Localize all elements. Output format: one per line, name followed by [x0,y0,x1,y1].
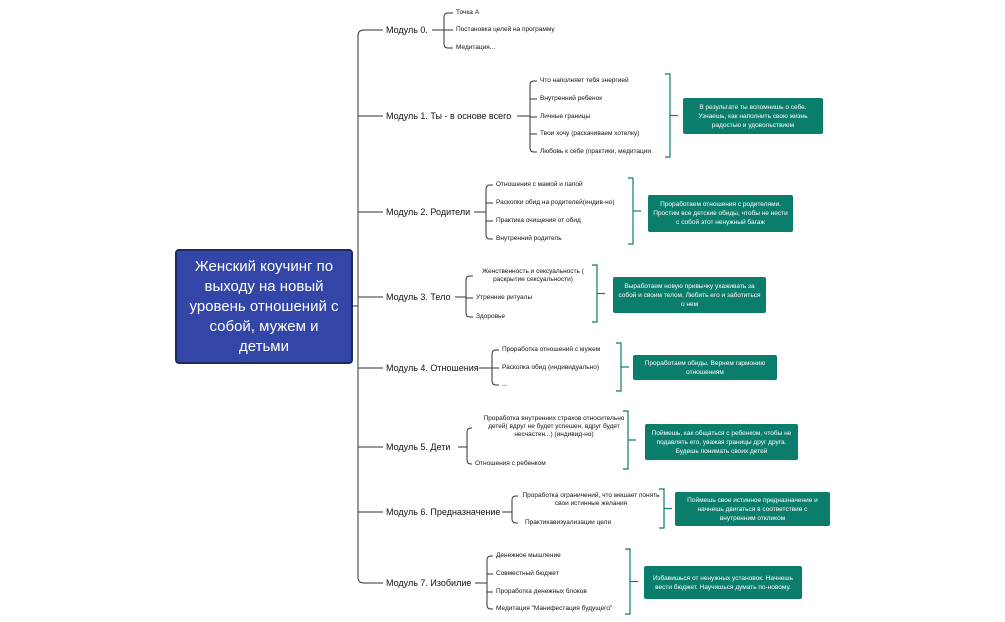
module-6-title[interactable]: Модуль 6. Предназначение [386,507,501,517]
module-3-title[interactable]: Модуль 3. Тело [386,292,451,302]
module-2-title[interactable]: Модуль 2. Родители [386,207,471,217]
module-7-item[interactable]: Совместный бюджет [496,570,559,577]
module-2-item[interactable]: Раскопки обид на родителей(индив-но) [496,199,615,206]
module-7-item[interactable]: Проработка денежных блоков [496,588,587,595]
leaf-connector [465,275,473,281]
module-2-item[interactable]: Отношения с мамой и папой [496,181,583,188]
module-1-summary[interactable]: В результате ты вспомнишь о себе. Узнаеш… [683,98,823,134]
module-4-item[interactable]: Раскопка обид (индивидуально) [502,364,600,371]
module-6-summary[interactable]: Поймешь свое истинное предназначение и н… [675,492,830,526]
summary-bracket [665,73,671,158]
summary-bracket [616,342,622,392]
module-1-item[interactable]: Любовь к себе (практики, медитации [540,148,652,155]
leaf-connector [529,80,537,86]
module-3-item[interactable]: Утренние ритуалы [476,294,533,301]
module-connector [357,576,383,584]
module-0-title[interactable]: Модуль 0. [386,25,428,35]
leaf-connector [491,349,499,355]
module-4-item[interactable]: Проработка отношений с мужем [502,346,601,353]
module-5-item[interactable]: Проработка внутренних страхов относитель… [483,415,625,438]
leaf-connector [465,312,473,318]
leaf-connector [486,555,493,561]
module-7-summary[interactable]: Избавишься от ненужных установок. Начнеш… [644,566,802,599]
module-3-item[interactable]: Здоровье [476,313,506,320]
module-4-title[interactable]: Модуль 4. Отношения [386,363,479,373]
module-2-item[interactable]: Практика очищения от обид [496,217,581,224]
summary-bracket [625,548,631,615]
module-2-item[interactable]: Внутренний родитель [496,235,562,242]
module-1-item[interactable]: Что наполняет тебя энергией [540,77,629,84]
module-0-item[interactable]: Постановка целей на программу [456,26,555,33]
leaf-connector [443,43,453,49]
leaf-connector [491,380,499,386]
module-5-item[interactable]: Отношения с ребенком [475,460,546,467]
module-1-item[interactable]: Внутренний ребенок [540,95,603,102]
module-3-summary[interactable]: Выработаем новую привычку ухаживать за с… [613,277,766,313]
leaf-connector [511,518,518,524]
module-4-item[interactable]: ... [502,381,508,388]
module-7-item[interactable]: Денежное мышление [496,552,561,559]
module-5-summary[interactable]: Поймешь, как общаться с ребенком, чтобы … [645,424,798,460]
module-7-title[interactable]: Модуль 7. Изобилие [386,578,472,588]
leaf-connector [466,459,472,465]
module-6-item[interactable]: Практикавизуализации цели [525,519,612,526]
module-0-item[interactable]: Медитация... [456,44,496,51]
module-6-item[interactable]: Проработка ограничений, что мешает понят… [522,492,660,507]
summary-bracket [628,177,634,245]
central-topic[interactable]: Женский коучинг по выходу на новый урове… [175,249,353,364]
leaf-connector [511,495,518,501]
module-connector [357,29,383,37]
module-1-item[interactable]: Твои хочу (раскачиваем хотелку) [540,130,640,137]
module-0-item[interactable]: Точка А [456,9,480,16]
module-5-title[interactable]: Модуль 5. Дети [386,442,451,452]
leaf-connector [466,427,472,433]
leaf-connector [443,12,453,18]
module-3-item[interactable]: Женственность и сексуальность ( раскрыти… [482,268,584,283]
leaf-connector [485,234,493,240]
module-2-summary[interactable]: Проработаем отношения с родителями. Прос… [648,195,793,232]
module-1-item[interactable]: Личные границы [540,113,591,120]
leaf-connector [486,604,493,610]
leaf-connector [529,147,537,153]
module-1-title[interactable]: Модуль 1. Ты - в основе всего [386,111,512,121]
module-7-item[interactable]: Медитация "Манифестация будущего" [496,605,613,612]
leaf-connector [485,184,493,190]
module-4-summary[interactable]: Проработаем обиды, Вернем гармонию отнош… [633,355,777,380]
